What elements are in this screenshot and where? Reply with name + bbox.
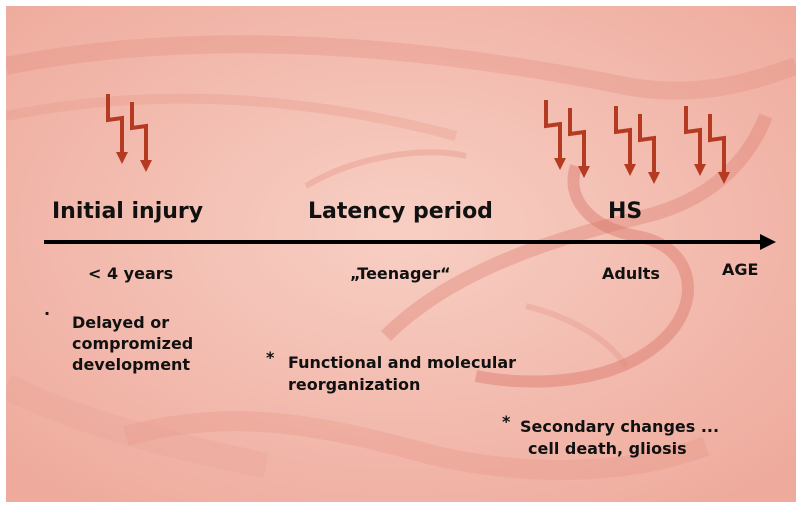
lightning-bolt-icon (680, 104, 744, 184)
phase-initial-injury: Initial injury (52, 200, 203, 223)
note-line: development (72, 354, 193, 375)
note-line: Functional and molecular (288, 352, 516, 374)
note-line: compromized (72, 333, 193, 354)
note-line: Delayed or (72, 312, 193, 333)
star-marker: * (502, 414, 510, 431)
age-teenager: „Teenager“ (350, 266, 451, 283)
note-line: cell death, gliosis (520, 438, 719, 460)
note-functional-reorganization: Functional and molecular reorganization (288, 352, 516, 396)
note-secondary-changes: Secondary changes ... cell death, gliosi… (520, 416, 719, 460)
age-child: < 4 years (88, 266, 173, 283)
phase-latency-period: Latency period (308, 200, 493, 223)
lightning-bolt-icon (540, 98, 604, 178)
phase-hs: HS (608, 200, 642, 223)
lightning-bolt-icon (102, 92, 166, 172)
bullet-marker: · (44, 306, 50, 323)
age-adults: Adults (602, 266, 660, 283)
note-delayed-development: Delayed or compromized development (72, 312, 193, 375)
lightning-bolt-icon (610, 104, 674, 184)
note-line: reorganization (288, 374, 516, 396)
star-marker: * (266, 350, 274, 367)
note-line: Secondary changes ... (520, 416, 719, 438)
axis-label-age: AGE (722, 262, 758, 279)
